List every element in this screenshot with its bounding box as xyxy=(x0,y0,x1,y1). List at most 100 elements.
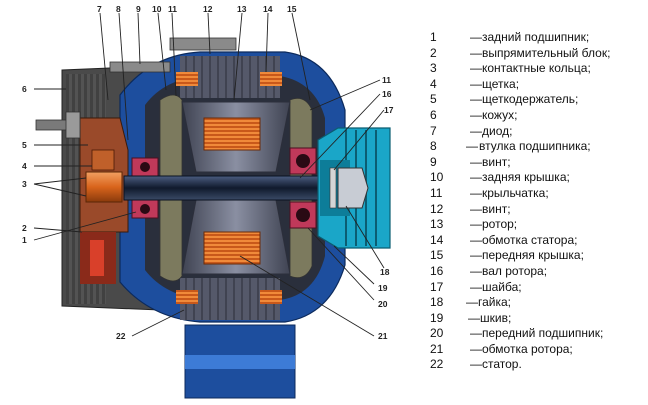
legend-number: 13 xyxy=(430,217,444,232)
legend-number: 8 xyxy=(430,139,437,154)
legend-item: 5 —щеткодержатель; xyxy=(430,92,645,108)
callout-numbers: 7 8 9 10 11 12 13 14 15 6 11 16 17 5 4 3… xyxy=(22,4,394,341)
legend-number: 3 xyxy=(430,61,437,76)
callout-15: 15 xyxy=(287,4,297,14)
rear-screw-head xyxy=(65,111,81,139)
legend-number: 1 xyxy=(430,30,437,44)
legend-label: гайка; xyxy=(478,295,512,310)
legend-number: 14 xyxy=(430,232,444,247)
legend-item: 13—ротор; xyxy=(430,217,645,233)
callout-11: 11 xyxy=(168,4,177,14)
legend-label: вал ротора; xyxy=(482,263,548,278)
callout-17: 17 xyxy=(384,105,394,115)
legend-label: выпрямительный блок; xyxy=(482,45,611,60)
legend-dash: — xyxy=(470,170,482,185)
legend-label: шкив; xyxy=(480,310,512,325)
diode xyxy=(90,240,104,276)
callout-22: 22 xyxy=(116,331,126,341)
legend-item: 2—выпрямительный блок; xyxy=(430,46,645,62)
legend-label: шайба; xyxy=(482,279,522,294)
legend-item: 21 —обмотка ротора; xyxy=(430,342,645,358)
legend-dash: — xyxy=(470,326,482,341)
legend-item: 14—обмотка статора; xyxy=(430,233,645,249)
legend-item: 16 —вал ротора; xyxy=(430,264,645,280)
legend-number: 15 xyxy=(430,248,444,263)
legend-item: 19 —шкив; xyxy=(430,311,645,327)
legend-label: передний подшипник; xyxy=(482,326,604,341)
legend-dash: — xyxy=(470,76,482,91)
legend-dash: — xyxy=(470,107,482,122)
legend-label: винт; xyxy=(482,201,511,216)
brush xyxy=(91,149,115,171)
legend-dash: — xyxy=(470,248,482,263)
legend-dash: — xyxy=(470,357,482,372)
legend-label: передняя крышка; xyxy=(482,248,584,263)
legend-label: задняя крышка; xyxy=(482,170,570,185)
legend-label: статор. xyxy=(482,357,522,372)
stator-winding-top-right xyxy=(260,72,282,86)
callout-2: 2 xyxy=(22,223,27,233)
callout-8: 8 xyxy=(116,4,121,14)
legend-label: крыльчатка; xyxy=(482,185,549,200)
legend-label: ротор; xyxy=(482,217,518,232)
callout-9: 9 xyxy=(136,4,141,14)
legend-item: 9—винт; xyxy=(430,155,645,171)
mounting-foot-slot xyxy=(185,355,295,369)
legend-number: 4 xyxy=(430,76,437,91)
callout-6: 6 xyxy=(22,84,27,94)
callout-5: 5 xyxy=(22,140,27,150)
legend-item: 22 —статор. xyxy=(430,357,645,373)
legend-item: 8 —втулка подшипника; xyxy=(430,139,645,155)
alternator-diagram: 7 8 9 10 11 12 13 14 15 6 11 16 17 5 4 3… xyxy=(22,4,394,399)
legend-number: 22 xyxy=(430,357,444,372)
legend-number: 10 xyxy=(430,170,444,185)
legend-dash: — xyxy=(470,92,482,107)
legend-item: 4 —щетка; xyxy=(430,77,645,93)
callout-7: 7 xyxy=(97,4,102,14)
legend-dash: — xyxy=(468,310,480,325)
callout-14: 14 xyxy=(263,4,273,14)
washer xyxy=(329,167,337,209)
legend-number: 5 xyxy=(430,92,437,107)
legend-dash: — xyxy=(466,139,478,154)
legend-number: 9 xyxy=(430,154,437,169)
legend-number: 17 xyxy=(430,279,444,294)
callout-13: 13 xyxy=(237,4,247,14)
legend-item: 7—диод; xyxy=(430,124,645,140)
legend-number: 21 xyxy=(430,341,444,356)
leader-lines xyxy=(33,12,385,337)
legend: 1—задний подшипник;2—выпрямительный блок… xyxy=(430,30,645,373)
callout-18: 18 xyxy=(380,267,390,277)
legend-dash: — xyxy=(470,30,482,44)
legend-item: 3—контактные кольца; xyxy=(430,61,645,77)
legend-dash: — xyxy=(470,185,482,200)
slip-rings xyxy=(85,171,123,203)
legend-label: винт; xyxy=(482,154,511,169)
legend-number: 12 xyxy=(430,201,444,216)
legend-number: 20 xyxy=(430,326,444,341)
legend-number: 6 xyxy=(430,107,437,122)
callout-11b: 11 xyxy=(382,75,391,85)
callout-12: 12 xyxy=(203,4,213,14)
legend-label: кожух; xyxy=(482,107,518,122)
legend-dash: — xyxy=(470,123,482,138)
legend-item: 1—задний подшипник; xyxy=(430,30,645,46)
legend-dash: — xyxy=(470,263,482,278)
legend-number: 16 xyxy=(430,263,444,278)
callout-21: 21 xyxy=(378,331,388,341)
legend-label: щеткодержатель; xyxy=(482,92,579,107)
legend-label: обмотка ротора; xyxy=(482,341,573,356)
rear-bearing xyxy=(131,157,159,219)
legend-dash: — xyxy=(470,341,482,356)
legend-dash: — xyxy=(470,201,482,216)
legend-dash: — xyxy=(470,61,482,76)
legend-label: втулка подшипника; xyxy=(479,139,591,154)
top-screw xyxy=(169,37,237,51)
legend-dash: — xyxy=(466,295,478,310)
legend-number: 18 xyxy=(430,295,444,310)
legend-number: 2 xyxy=(430,45,437,60)
legend-number: 19 xyxy=(430,310,444,325)
callout-10: 10 xyxy=(152,4,162,14)
legend-item: 18 —гайка; xyxy=(430,295,645,311)
legend-label: щетка; xyxy=(482,76,520,91)
